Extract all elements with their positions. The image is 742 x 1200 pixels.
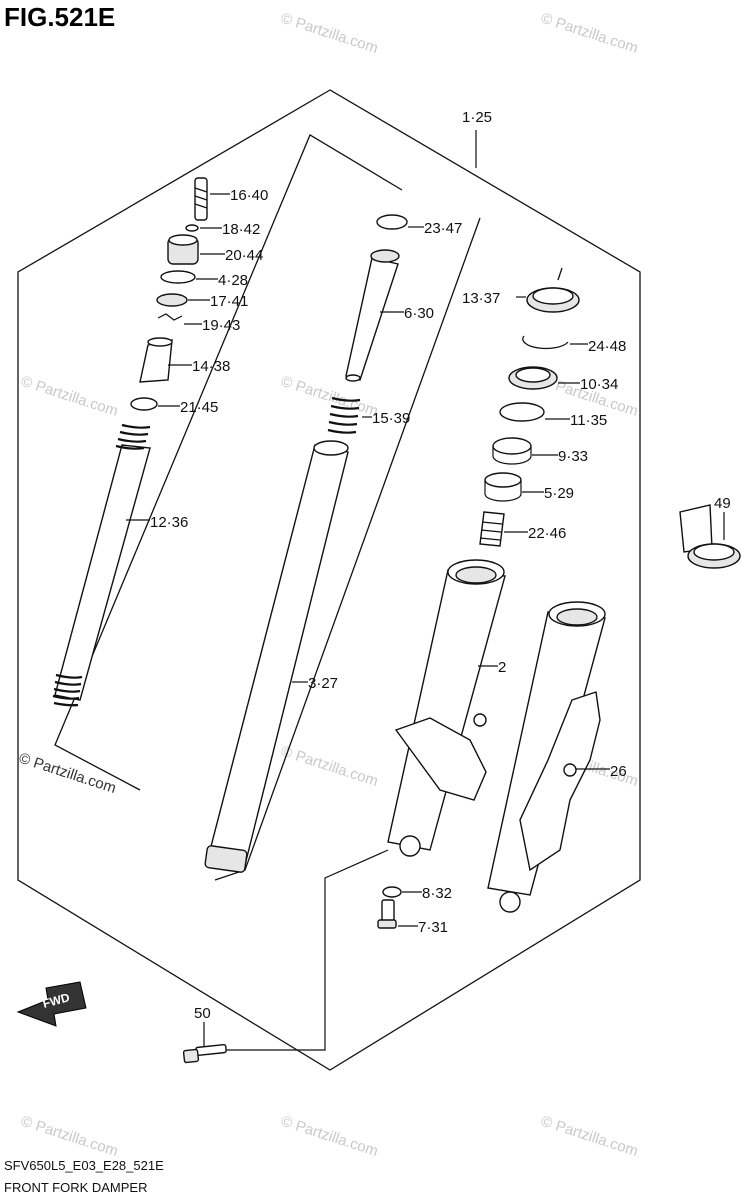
part-26-outer-tube-right (487, 601, 606, 913)
part-7-damper-bolt (377, 899, 397, 929)
part-13-dust-seal (526, 287, 580, 313)
watermark: © Partzilla.com (279, 1113, 380, 1160)
callout-14-38: 14·38 (192, 358, 230, 375)
callout-22-46: 22·46 (528, 525, 566, 542)
callout-50: 50 (194, 1005, 211, 1022)
watermark: © Partzilla.com (279, 10, 380, 57)
callout-5-29: 5·29 (544, 485, 574, 502)
fwd-label: FWD (41, 990, 71, 1011)
footer-name: FRONT FORK DAMPER (4, 1180, 148, 1195)
watermark: © Partzilla.com (279, 743, 380, 790)
subframe-damper (54, 134, 403, 791)
figure-title: FIG.521E (4, 2, 115, 32)
callout-6-30: 6·30 (404, 305, 434, 322)
part-18-o-ring (185, 224, 199, 232)
part-9-bushing (492, 437, 532, 465)
part-50-bolt (182, 1043, 227, 1064)
callout-13-37: 13·37 (462, 290, 500, 307)
part-12-damper-cartridge (52, 423, 151, 707)
callout-4-28: 4·28 (218, 272, 248, 289)
part-16-adjuster-bolt (194, 177, 208, 221)
callout-26: 26 (610, 763, 627, 780)
callout-15-39: 15·39 (372, 410, 410, 427)
part-14-spacer (139, 337, 173, 383)
watermark: © Partzilla.com (539, 1113, 640, 1160)
assembly-frame (17, 89, 641, 1071)
footer-code: SFV650L5_E03_E28_521E (4, 1158, 164, 1173)
part-24-snap-ring (522, 335, 569, 350)
callout-18-42: 18·42 (222, 221, 260, 238)
part-11-washer (499, 402, 545, 422)
part-4-o-ring (160, 270, 196, 284)
callout-21-45: 21·45 (180, 399, 218, 416)
part-10-oil-seal (508, 366, 558, 390)
watermark-main: © Partzilla.com (17, 750, 118, 797)
part-20-fork-cap (167, 234, 199, 265)
part-2-outer-tube-left (387, 559, 506, 857)
callout-20-44: 20·44 (225, 247, 263, 264)
callout-1-25: 1·25 (462, 109, 492, 126)
part-8-gasket (382, 886, 402, 898)
callout-2: 2 (498, 659, 506, 676)
callout-12-36: 12·36 (150, 514, 188, 531)
part-21-ring (130, 397, 158, 411)
callout-23-47: 23·47 (424, 220, 462, 237)
part-49-fork-guard (679, 504, 741, 569)
part-3-inner-tube (204, 440, 349, 873)
watermark: © Partzilla.com (19, 373, 120, 420)
callout-17-41: 17·41 (210, 293, 248, 310)
subframe-seal (557, 267, 563, 281)
part-22-oil-lock-piece (479, 511, 505, 547)
part-15-spring (327, 396, 361, 434)
leader-50 (218, 849, 389, 1051)
fwd-arrow-icon: FWD (16, 981, 87, 1027)
part-19-clip (157, 313, 183, 321)
watermark: © Partzilla.com (19, 1113, 120, 1160)
callout-9-33: 9·33 (558, 448, 588, 465)
callout-24-48: 24·48 (588, 338, 626, 355)
part-23-o-ring (376, 214, 408, 230)
callout-7-31: 7·31 (418, 919, 448, 936)
part-6-damper-rod (345, 249, 400, 382)
watermark: © Partzilla.com (279, 373, 380, 420)
part-5-bushing (484, 472, 522, 502)
callout-19-43: 19·43 (202, 317, 240, 334)
watermark: © Partzilla.com (539, 10, 640, 57)
callout-16-40: 16·40 (230, 187, 268, 204)
part-17-washer (156, 293, 188, 307)
callout-49: 49 (714, 495, 731, 512)
callout-11-35: 11·35 (570, 412, 607, 429)
callout-8-32: 8·32 (422, 885, 452, 902)
callout-10-34: 10·34 (580, 376, 618, 393)
callout-3-27: 3·27 (308, 675, 338, 692)
